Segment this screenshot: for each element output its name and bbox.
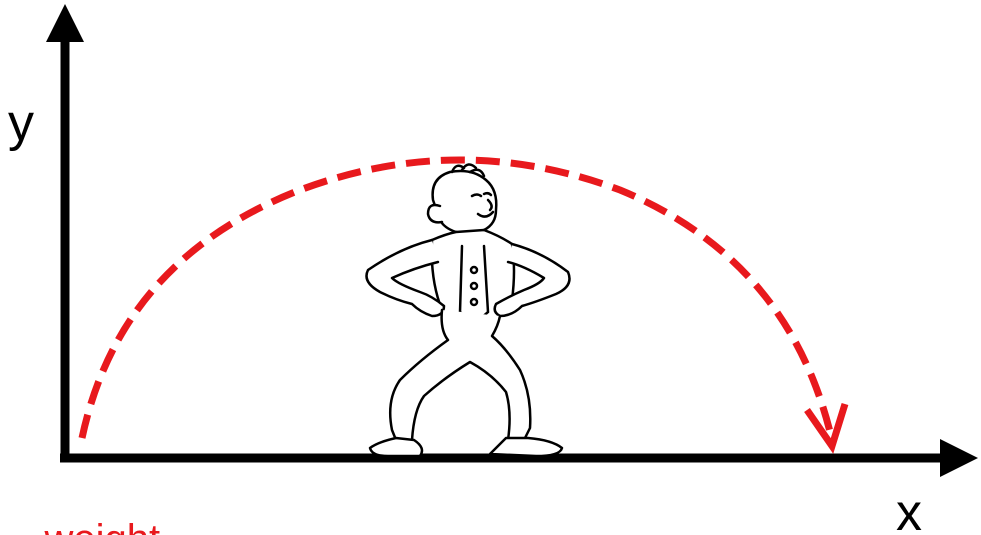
man-pants	[390, 310, 530, 440]
man-ear	[428, 205, 442, 222]
y-axis-arrowhead	[46, 4, 84, 42]
man-left-shoe	[370, 438, 422, 456]
man-right-shoe	[490, 438, 562, 456]
cartoon-man-illustration	[367, 164, 570, 456]
caption-text: ... weight	[0, 517, 160, 535]
x-axis-arrowhead	[940, 439, 978, 477]
man-head	[433, 171, 497, 234]
y-axis	[46, 4, 84, 462]
y-axis-label: y	[8, 94, 34, 152]
x-axis-label: x	[896, 484, 922, 535]
